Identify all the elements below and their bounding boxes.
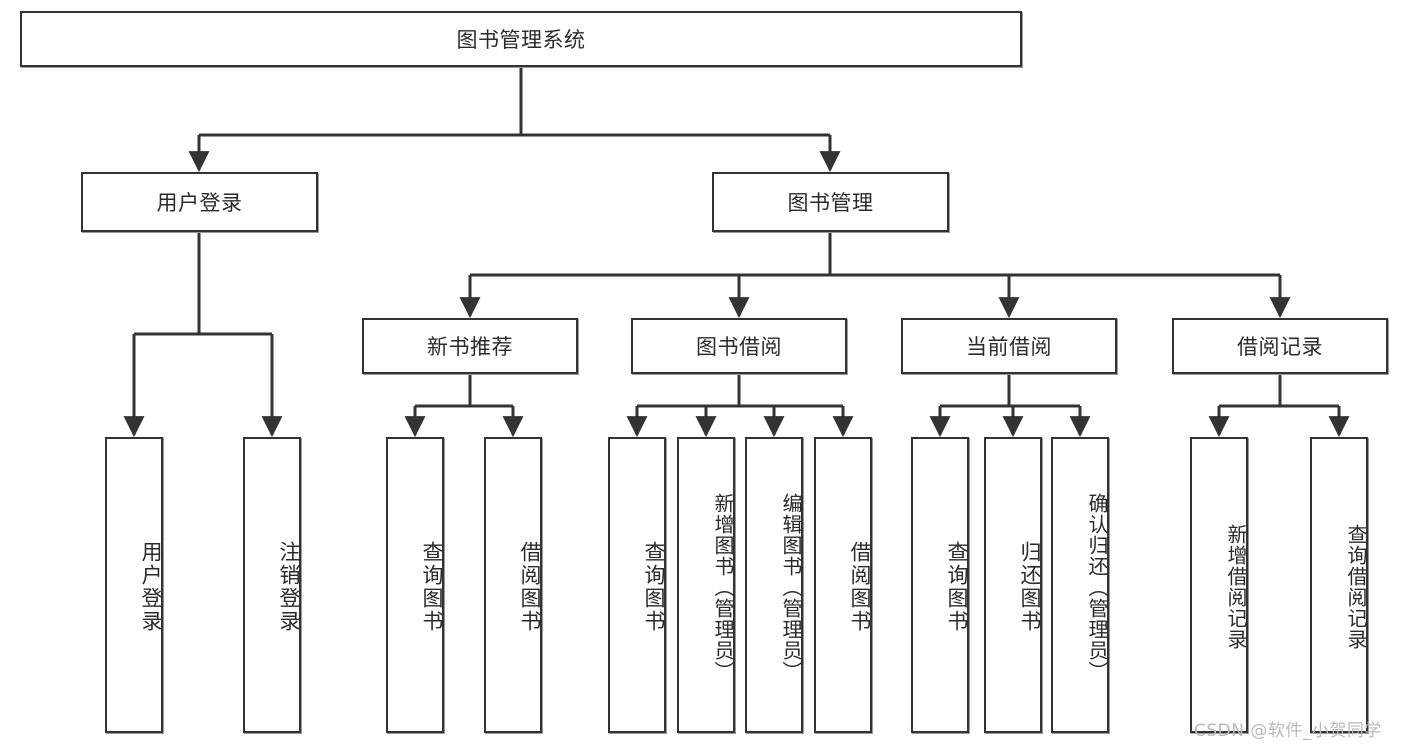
edge-group-user-login — [123, 232, 283, 438]
leaf-borrow-book-recommend[interactable]: 借阅图书 — [484, 437, 542, 733]
leaf-query-book-recommend[interactable]: 查询图书 — [386, 437, 444, 733]
edge-group-current-borrow — [929, 374, 1091, 438]
leaf-return-book[interactable]: 归还图书 — [984, 437, 1042, 733]
leaf-borrow-book[interactable]: 借阅图书 — [814, 437, 872, 733]
leaf-confirm-return-admin[interactable]: 确认归还（管理员） — [1051, 437, 1109, 733]
edge-group-root — [188, 67, 841, 173]
node-book-manage[interactable]: 图书管理 — [712, 172, 949, 232]
edge-group-new-book-rec — [404, 374, 524, 438]
node-book-borrow[interactable]: 图书借阅 — [631, 318, 847, 374]
node-current-borrow[interactable]: 当前借阅 — [901, 318, 1117, 374]
csdn-watermark: CSDN @软件_小贺同学 — [1194, 721, 1382, 741]
node-new-book-recommend[interactable]: 新书推荐 — [362, 318, 578, 374]
leaf-query-borrow-record[interactable]: 查询借阅记录 — [1310, 437, 1368, 733]
leaf-user-logout[interactable]: 注销登录 — [243, 437, 301, 733]
leaf-edit-book-admin[interactable]: 编辑图书（管理员） — [745, 437, 803, 733]
edge-group-book-borrow — [626, 374, 854, 438]
leaf-query-book-current[interactable]: 查询图书 — [911, 437, 969, 733]
leaf-add-borrow-record[interactable]: 新增借阅记录 — [1190, 437, 1248, 733]
leaf-query-book-borrow[interactable]: 查询图书 — [608, 437, 666, 733]
node-root[interactable]: 图书管理系统 — [20, 11, 1022, 67]
edge-group-borrow-record — [1208, 374, 1350, 438]
node-borrow-record[interactable]: 借阅记录 — [1172, 318, 1388, 374]
edge-group-book-manage — [459, 232, 1291, 319]
node-user-login[interactable]: 用户登录 — [81, 172, 318, 232]
leaf-add-book-admin[interactable]: 新增图书（管理员） — [677, 437, 735, 733]
leaf-user-login[interactable]: 用户登录 — [105, 437, 163, 733]
